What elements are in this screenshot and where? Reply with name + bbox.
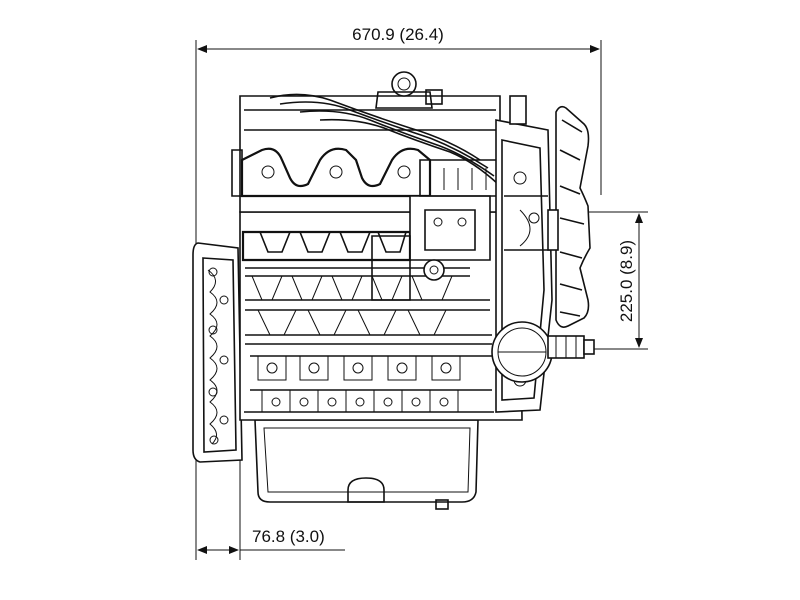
height-offset-label: 225.0 (8.9) — [617, 240, 636, 322]
cooling-fan — [547, 105, 591, 328]
oil-filter — [491, 321, 553, 383]
dimension-height-offset: 225.0 (8.9) — [585, 211, 648, 350]
injection-pump — [371, 159, 501, 301]
flywheel-offset-label: 76.8 (3.0) — [252, 527, 325, 546]
overall-length-label: 670.9 (26.4) — [352, 25, 444, 44]
injection-lines — [269, 71, 499, 185]
oil-pan — [254, 419, 479, 510]
crank-pulley — [547, 335, 595, 359]
dimension-flywheel-offset: 76.8 (3.0) — [197, 455, 345, 560]
flywheel-housing — [192, 242, 243, 463]
